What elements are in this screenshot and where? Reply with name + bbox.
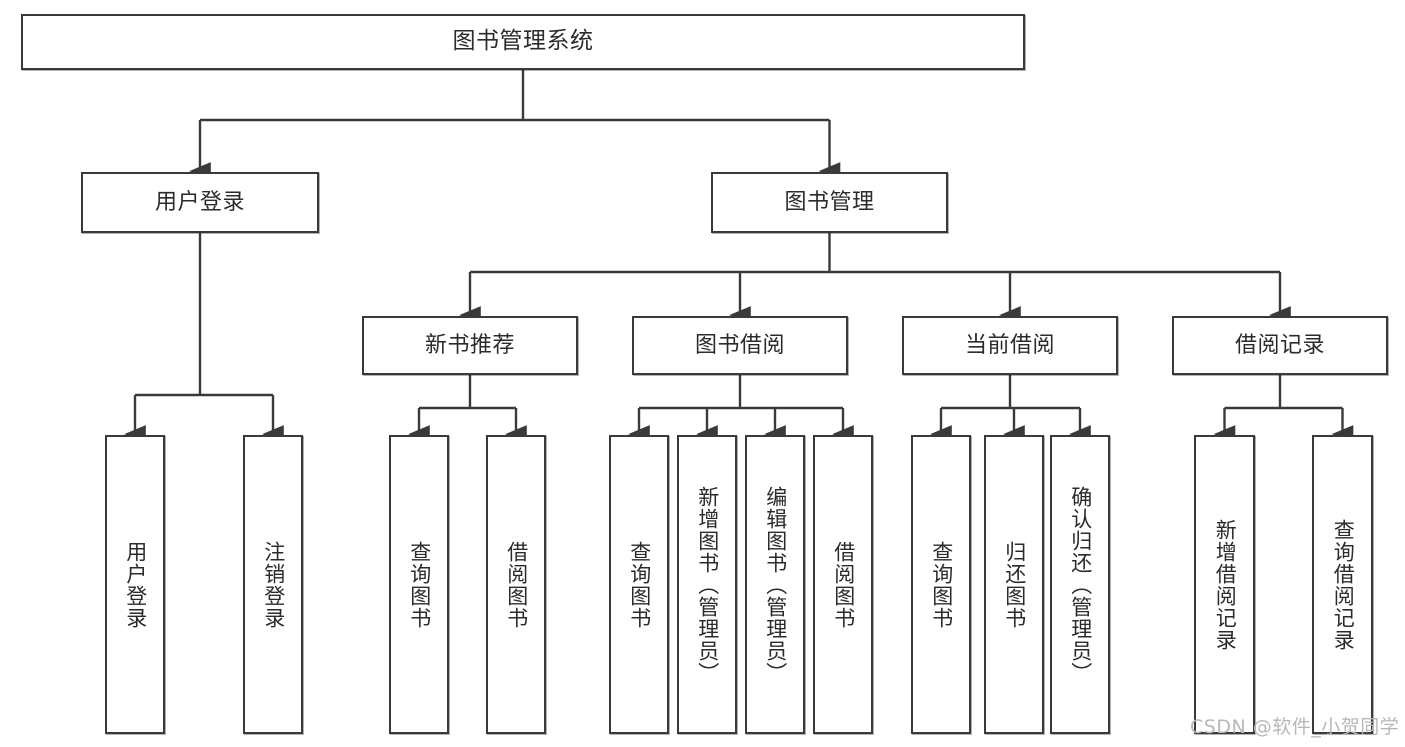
node-book-borrow: 图书借阅 [632, 316, 848, 375]
leaf-nb-query: 查询图书 [389, 435, 449, 734]
leaf-br-query: 查询借阅记录 [1312, 435, 1373, 734]
node-label: 注销登录 [261, 540, 286, 629]
leaf-cb-return: 归还图书 [984, 435, 1044, 734]
node-label: 查询图书 [407, 540, 432, 629]
leaf-bb-borrow: 借阅图书 [813, 435, 873, 734]
node-root: 图书管理系统 [21, 14, 1025, 70]
node-label: 图书借阅 [694, 332, 785, 358]
node-label: 新增图书（管理员） [695, 485, 720, 684]
leaf-leaf-user-logout: 注销登录 [243, 435, 303, 734]
node-label: 借阅记录 [1234, 332, 1325, 358]
leaf-nb-borrow: 借阅图书 [486, 435, 546, 734]
node-label: 确认归还（管理员） [1068, 485, 1093, 684]
node-label: 用户登录 [123, 540, 148, 629]
node-new-book-rec: 新书推荐 [362, 316, 578, 375]
node-label: 编辑图书（管理员） [763, 485, 788, 684]
node-label: 图书管理系统 [452, 28, 594, 55]
node-label: 借阅图书 [831, 540, 856, 629]
leaf-bb-query: 查询图书 [609, 435, 669, 734]
node-label: 查询图书 [627, 540, 652, 629]
node-label: 借阅图书 [504, 540, 529, 629]
leaf-cb-confirm: 确认归还（管理员） [1050, 435, 1110, 734]
leaf-bb-add: 新增图书（管理员） [677, 435, 737, 734]
node-book-manage: 图书管理 [711, 172, 948, 233]
node-label: 用户登录 [154, 189, 245, 215]
node-current-borrow: 当前借阅 [902, 316, 1118, 375]
leaf-cb-query: 查询图书 [911, 435, 971, 734]
leaf-br-add: 新增借阅记录 [1194, 435, 1255, 734]
watermark-label: CSDN @软件_小贺同学 [1190, 716, 1400, 738]
node-label: 新书推荐 [424, 332, 515, 358]
leaf-bb-edit: 编辑图书（管理员） [745, 435, 805, 734]
node-borrow-record: 借阅记录 [1172, 316, 1388, 375]
node-label: 查询借阅记录 [1331, 518, 1356, 651]
node-user-login: 用户登录 [81, 172, 319, 233]
node-label: 归还图书 [1002, 540, 1027, 629]
node-label: 新增借阅记录 [1213, 518, 1238, 651]
node-label: 查询图书 [929, 540, 954, 629]
node-label: 图书管理 [784, 189, 875, 215]
node-label: 当前借阅 [964, 332, 1055, 358]
leaf-leaf-user-login: 用户登录 [105, 435, 165, 734]
